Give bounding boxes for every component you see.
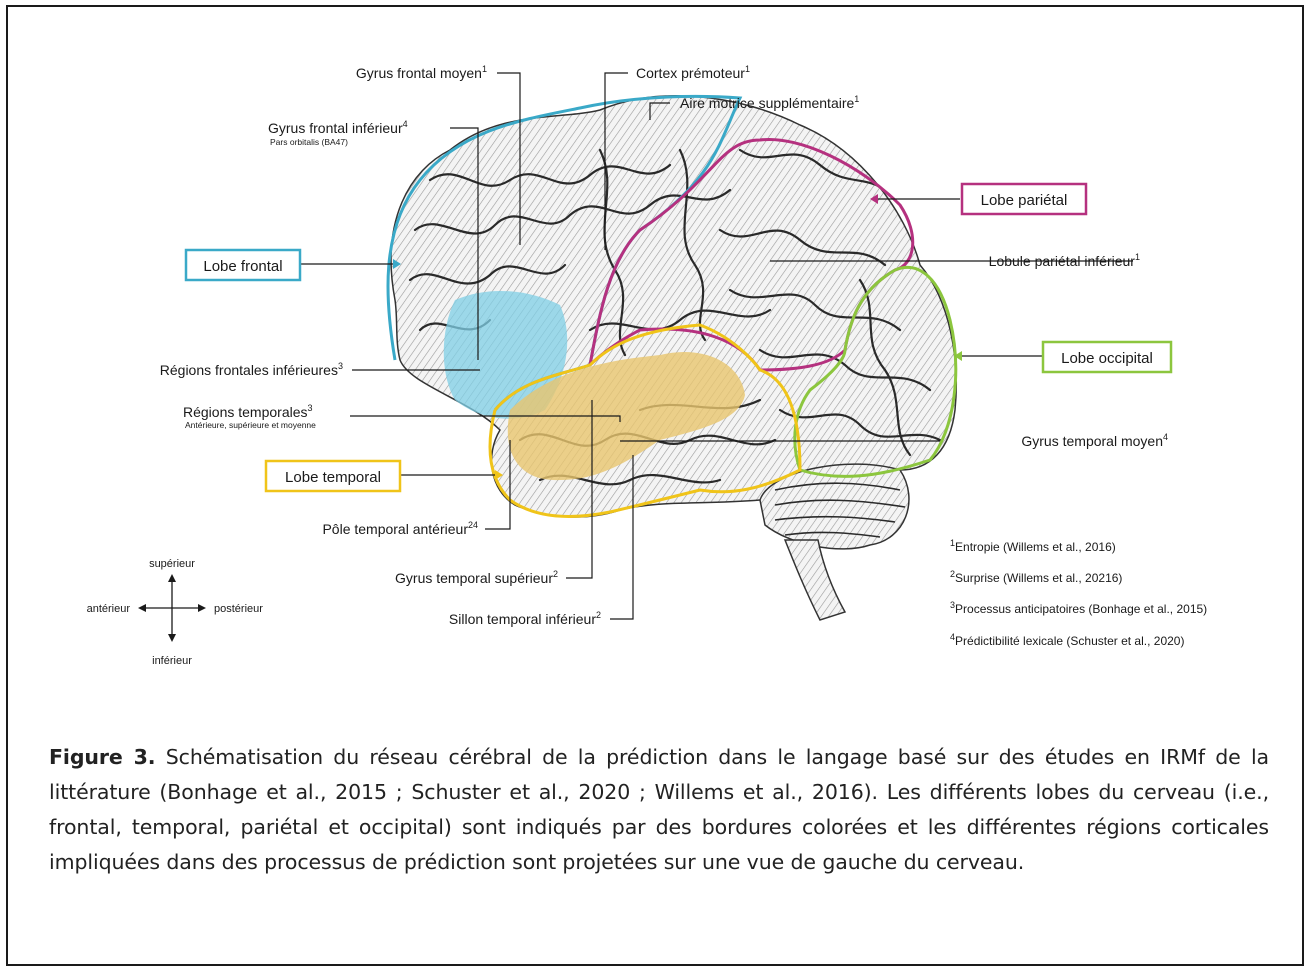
reference-item: 1Entropie (Willems et al., 2016) [950, 538, 1116, 554]
parietal-arrowhead [870, 194, 878, 204]
lobe-temporal-box [264, 459, 402, 493]
compass-anterieur: antérieur [87, 603, 131, 615]
reference-item: 2Surprise (Willems et al., 20216) [950, 569, 1122, 585]
temporal-lobe-border [488, 323, 802, 518]
temporal-arrowhead [495, 470, 503, 480]
temporal-region-highlight [507, 351, 745, 481]
brain-diagram: Lobe frontal Lobe pariétal Lobe occipita… [87, 64, 1208, 667]
label-cortex-premoteur: Cortex prémoteur1 [636, 64, 750, 81]
lobe-parietal-label: Lobe pariétal [981, 192, 1068, 209]
reference-item: 3Processus anticipatoires (Bonhage et al… [950, 600, 1207, 616]
compass-superieur: supérieur [149, 558, 195, 570]
compass-posterieur: postérieur [214, 603, 263, 615]
parietal-lobe-border [588, 137, 915, 372]
orientation-compass [138, 574, 206, 642]
lobe-frontal-box [184, 248, 302, 282]
frontal-arrowhead [393, 259, 401, 269]
label-pole-temporal: Pôle temporal antérieur24 [322, 520, 478, 537]
lobe-parietal-box [960, 182, 1088, 216]
label-gyrus-temporal-superieur: Gyrus temporal supérieur2 [395, 569, 558, 586]
label-regions-temporales-sub: Antérieure, supérieure et moyenne [185, 420, 316, 430]
frontal-region-highlight [443, 290, 568, 419]
reference-item: 4Prédictibilité lexicale (Schuster et al… [950, 632, 1184, 648]
label-gyrus-frontal-inferieur: Gyrus frontal inférieur4 [268, 119, 408, 136]
lobe-occipital-box [1041, 340, 1173, 374]
compass-inferieur: inférieur [152, 655, 192, 667]
label-aire-motrice: Aire motrice supplémentaire1 [680, 94, 859, 111]
label-lobule-parietal: Lobule pariétal inférieur1 [989, 252, 1140, 269]
label-regions-frontales: Régions frontales inférieures3 [160, 361, 343, 378]
label-gyrus-frontal-moyen: Gyrus frontal moyen1 [356, 64, 487, 81]
lobe-temporal-label: Lobe temporal [285, 469, 381, 486]
leader-lines [300, 72, 1133, 620]
caption-text: Schématisation du réseau cérébral de la … [49, 745, 1269, 874]
label-sillon-temporal: Sillon temporal inférieur2 [449, 610, 601, 627]
occipital-arrowhead [954, 351, 962, 361]
figure-caption: Figure 3. Schématisation du réseau céréb… [49, 740, 1269, 880]
label-gyrus-temporal-moyen: Gyrus temporal moyen4 [1021, 432, 1168, 449]
references-list: 1Entropie (Willems et al., 2016) 2Surpri… [950, 538, 1207, 648]
lobe-occipital-label: Lobe occipital [1061, 350, 1153, 367]
lobe-frontal-label: Lobe frontal [203, 258, 282, 275]
label-pars-orbitalis: Pars orbitalis (BA47) [270, 137, 348, 147]
label-regions-temporales: Régions temporales3 [183, 403, 313, 420]
occipital-lobe-border [793, 266, 958, 478]
caption-label: Figure 3. [49, 745, 156, 769]
